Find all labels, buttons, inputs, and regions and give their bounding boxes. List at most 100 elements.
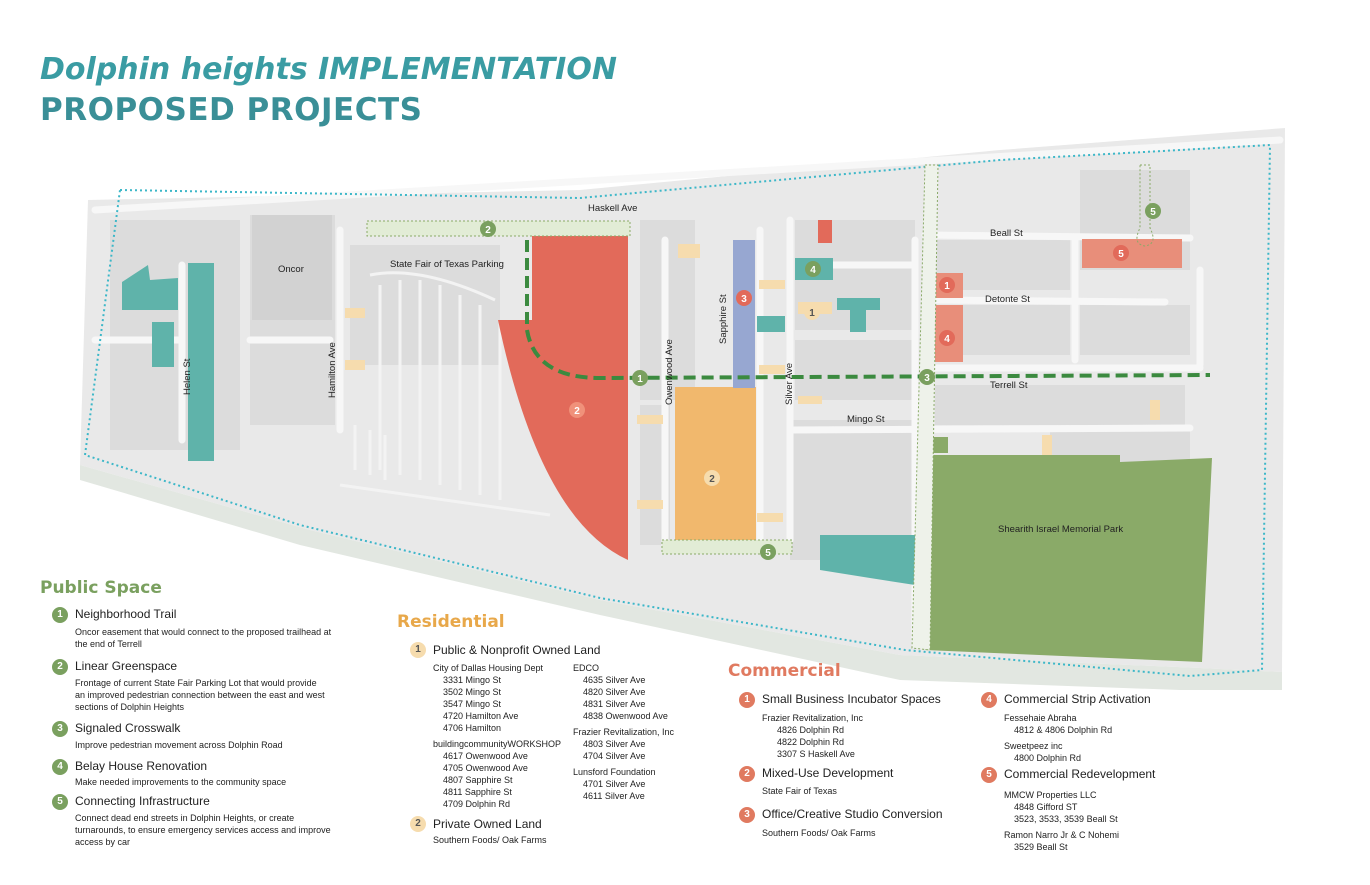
public-num-1: 1: [52, 607, 68, 623]
residential-col-1: City of Dallas Housing Dept 3331 Mingo S…: [433, 662, 561, 810]
commercial-num-2: 2: [739, 766, 755, 782]
sapphire-st-label: Sapphire St: [718, 294, 729, 344]
com-addr: 4800 Dolphin Rd: [1014, 753, 1082, 763]
com-org: Sweetpeez inc: [1004, 741, 1063, 751]
residential-title-2: Private Owned Land: [433, 817, 542, 831]
commercial-num-4: 4: [981, 692, 997, 708]
marker-yellow-2: 2: [709, 474, 715, 485]
com-addr: 3523, 3533, 3539 Beall St: [1014, 814, 1118, 824]
res-org-edco: EDCO: [573, 663, 600, 673]
public-desc-5a: Connect dead end streets in Dolphin Heig…: [75, 813, 295, 823]
public-desc-2a: Frontage of current State Fair Parking L…: [75, 678, 317, 688]
res-addr: 4820 Silver Ave: [583, 687, 646, 697]
res-org-lunsford: Lunsford Foundation: [573, 767, 656, 777]
commercial-parcel-small: [818, 220, 832, 243]
commercial-num-3: 3: [739, 807, 755, 823]
terrell-st-label: Terrell St: [990, 380, 1028, 391]
public-desc-1b: the end of Terrell: [75, 639, 142, 649]
oncor-block: [252, 215, 332, 320]
marker-commercial-4: 4: [944, 334, 950, 345]
com-org: Ramon Narro Jr & C Nohemi: [1004, 830, 1120, 840]
com-org: Frazier Revitalization, Inc: [762, 713, 864, 723]
residential-parcel-2: [675, 387, 756, 545]
map-ground-south: [80, 465, 1282, 690]
res-addr: 4811 Sapphire St: [443, 787, 512, 797]
com-addr: 4822 Dolphin Rd: [777, 737, 845, 747]
public-num-3: 3: [52, 721, 68, 737]
neighborhood-trail: [525, 240, 1211, 381]
marker-green-4: 4: [810, 265, 816, 276]
hamilton-ave-label: Hamilton Ave: [327, 342, 338, 398]
residential-small-parcels: [345, 244, 1160, 522]
com-org: MMCW Properties LLC: [1004, 790, 1097, 800]
park-label: Shearith Israel Memorial Park: [998, 524, 1123, 535]
res-addr: 4705 Owenwood Ave: [443, 763, 528, 773]
oncor-label: Oncor: [278, 264, 304, 275]
commercial-list-1: Frazier Revitalization, Inc 4826 Dolphin…: [762, 712, 863, 760]
commercial-title-3: Office/Creative Studio Conversion: [762, 807, 943, 821]
marker-commercial-1: 1: [944, 281, 950, 292]
residential-num-2: 2: [410, 816, 426, 832]
fair-parking-label: State Fair of Texas Parking: [390, 259, 504, 270]
mingo-st-label: Mingo St: [847, 414, 885, 425]
res-addr: 4720 Hamilton Ave: [443, 711, 519, 721]
residential-heading: Residential: [397, 612, 505, 632]
marker-commercial-3: 3: [741, 294, 747, 305]
residential-col-2: EDCO 4635 Silver Ave 4820 Silver Ave 483…: [573, 662, 674, 802]
marker-green-3: 3: [924, 373, 930, 384]
res-addr: 4701 Silver Ave: [583, 779, 646, 789]
yellow-markers: 1 2: [704, 304, 820, 486]
residential-desc-2: Southern Foods/ Oak Farms: [433, 835, 547, 845]
com-addr: 3529 Beall St: [1014, 842, 1068, 852]
residential-title-1: Public & Nonprofit Owned Land: [433, 643, 601, 657]
res-org-bcw: buildingcommunityWORKSHOP: [433, 739, 562, 749]
public-num-2: 2: [52, 659, 68, 675]
oncor-easement-corridor: [911, 164, 939, 651]
commercial-parcel-5: [1082, 239, 1182, 268]
com-addr: 3307 S Haskell Ave: [777, 749, 855, 759]
com-addr: 4848 Gifford ST: [1014, 802, 1078, 812]
res-addr: 4831 Silver Ave: [583, 699, 646, 709]
com-addr: 4812 & 4806 Dolphin Rd: [1014, 725, 1113, 735]
marker-green-5-south: 5: [765, 548, 771, 559]
public-title-3: Signaled Crosswalk: [75, 721, 181, 735]
res-addr: 4807 Sapphire St: [443, 775, 513, 785]
green-markers: 2 1 3 4 5 5: [480, 203, 1161, 560]
memorial-park: [925, 455, 1212, 662]
com-org: Fessehaie Abraha: [1004, 713, 1077, 723]
street-lines: [91, 136, 1284, 644]
public-desc-2c: sections of Dolphin Heights: [75, 702, 185, 712]
public-title-4: Belay House Renovation: [75, 759, 208, 773]
study-area-boundary: [83, 143, 1272, 678]
res-addr: 3547 Mingo St: [443, 699, 502, 709]
commercial-heading: Commercial: [728, 661, 841, 681]
public-title-1: Neighborhood Trail: [75, 607, 177, 621]
res-addr: 3331 Mingo St: [443, 675, 502, 685]
res-addr: 4838 Owenwood Ave: [583, 711, 668, 721]
commercial-list-5: MMCW Properties LLC 4848 Gifford ST 3523…: [1004, 789, 1119, 853]
commercial-markers: 2 3 1 4 5: [569, 245, 1129, 418]
connecting-infrastructure-north: [1136, 164, 1154, 247]
commercial-title-5: Commercial Redevelopment: [1004, 767, 1156, 781]
marker-green-2: 2: [485, 225, 491, 236]
commercial-parcel-3: [733, 240, 755, 388]
marker-green-1: 1: [637, 374, 643, 385]
commercial-title-1: Small Business Incubator Spaces: [762, 692, 941, 706]
public-title-2: Linear Greenspace: [75, 659, 178, 673]
marker-green-5-north: 5: [1150, 207, 1156, 218]
public-desc-4: Make needed improvements to the communit…: [75, 777, 287, 787]
commercial-num-5: 5: [981, 767, 997, 783]
commercial-list-4: Fessehaie Abraha 4812 & 4806 Dolphin Rd …: [1004, 712, 1112, 764]
res-addr: 4706 Hamilton: [443, 723, 502, 733]
public-num-4: 4: [52, 759, 68, 775]
res-addr: 4635 Silver Ave: [583, 675, 646, 685]
marker-commercial-5: 5: [1118, 249, 1124, 260]
owenwood-ave-label: Owenwood Ave: [664, 339, 675, 405]
commercial-parcel-2: [498, 236, 628, 560]
beall-st-label: Beall St: [990, 228, 1023, 239]
res-addr: 4617 Owenwood Ave: [443, 751, 528, 761]
marker-commercial-2: 2: [574, 406, 580, 417]
connecting-infrastructure-south: [661, 539, 793, 555]
residential-num-1: 1: [410, 642, 426, 658]
